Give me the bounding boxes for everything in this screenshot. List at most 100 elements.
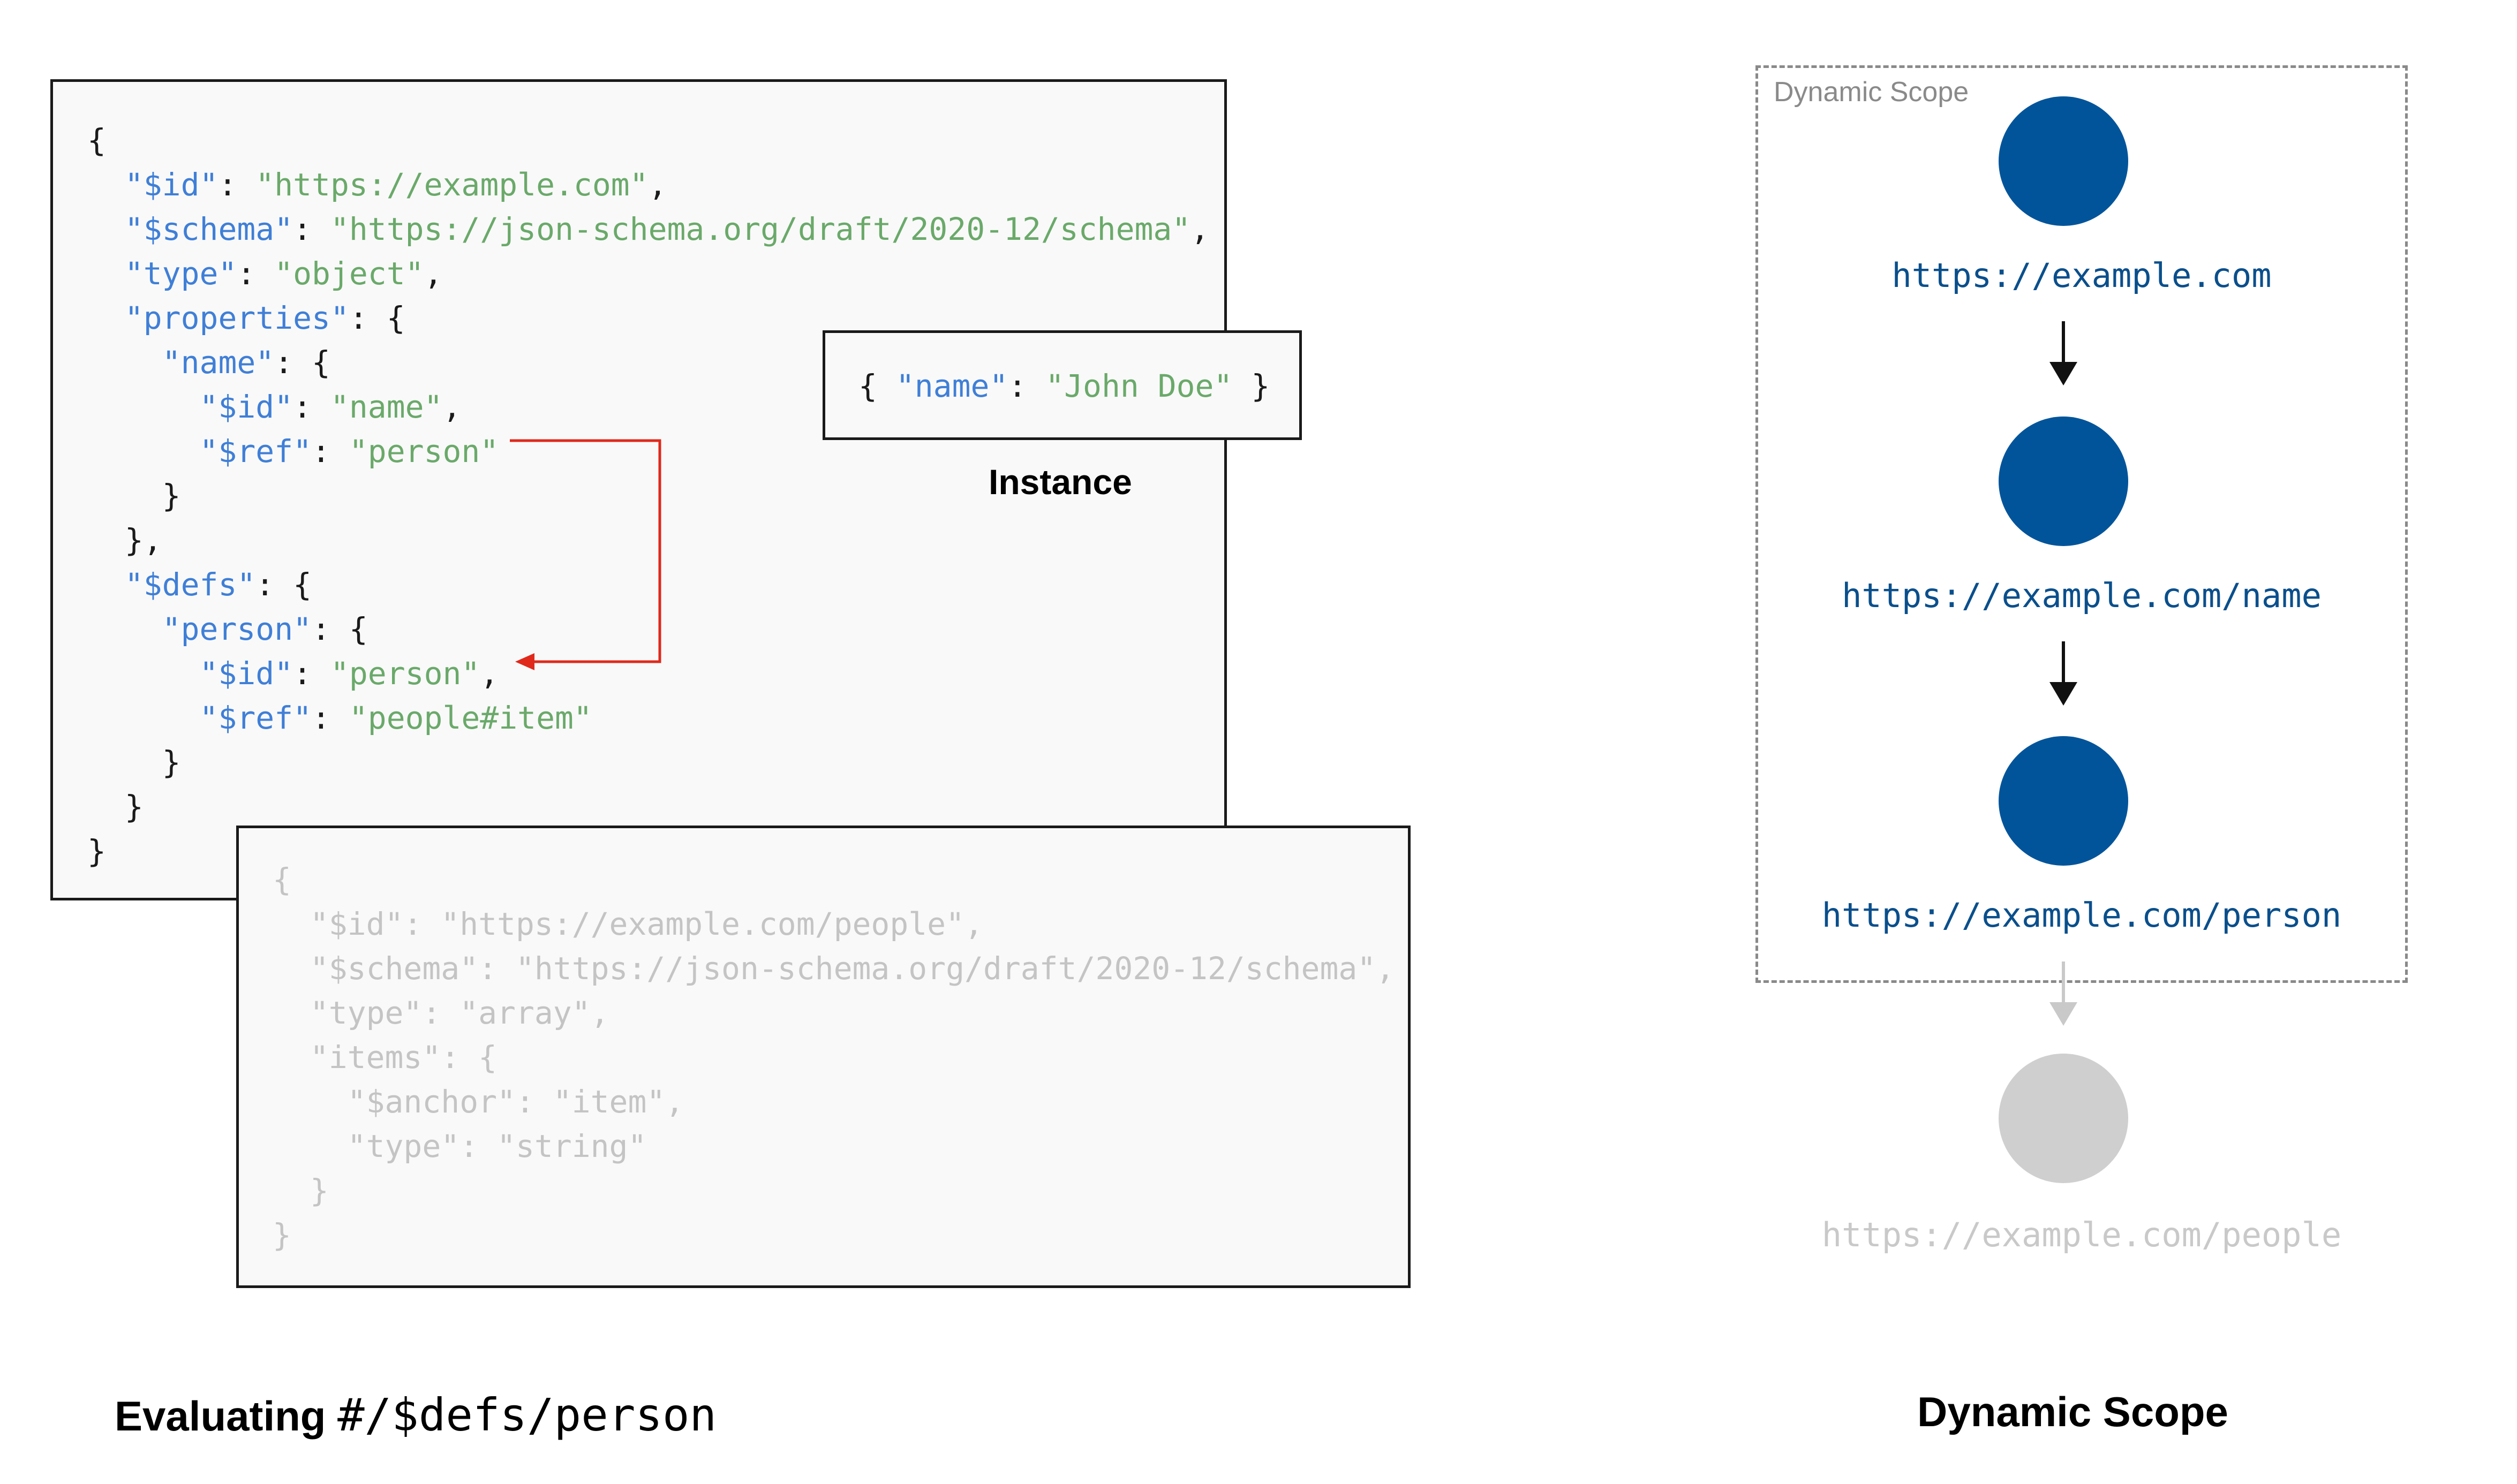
- schema-code-token: [87, 433, 200, 470]
- schema-code-token: "people#item": [349, 700, 592, 736]
- schema-code-token: }: [87, 744, 181, 781]
- schema-code-token: "object": [274, 255, 424, 292]
- schema-code-token: "$id": [124, 166, 218, 203]
- schema-code-token: "name": [162, 344, 275, 381]
- schema-code-token: [87, 166, 125, 203]
- schema-code-token: }: [87, 789, 144, 825]
- schema-code-token: "person": [349, 433, 499, 470]
- caption-evaluating-text: Evaluating: [115, 1392, 338, 1440]
- schema-code-line: }: [87, 785, 1209, 829]
- people-code-line: "items": {: [273, 1039, 498, 1076]
- schema-code-token: : {: [274, 344, 330, 381]
- schema-code-token: ,: [1190, 211, 1210, 247]
- schema-code-token: "type": [124, 255, 237, 292]
- schema-code-token: },: [87, 522, 162, 558]
- schema-code: { "$id": "https://example.com", "$schema…: [87, 118, 1209, 874]
- schema-code-token: ,: [424, 255, 443, 292]
- schema-code-token: [87, 389, 200, 425]
- caption-evaluating: Evaluating #/$defs/person: [115, 1389, 717, 1441]
- schema-code-line: },: [87, 518, 1209, 563]
- people-code-line: "$id": "https://example.com/people",: [273, 906, 983, 942]
- schema-code-token: [87, 255, 125, 292]
- schema-code-token: ,: [480, 655, 499, 692]
- schema-code-token: "$ref": [199, 700, 312, 736]
- caption-evaluating-pointer: #/$defs/person: [337, 1389, 717, 1441]
- schema-code-token: "properties": [124, 300, 349, 336]
- schema-code-token: : {: [255, 566, 312, 603]
- scope-node-4: [1999, 1054, 2128, 1183]
- instance-box: { "name": "John Doe" }: [823, 330, 1302, 440]
- schema-code-token: ,: [442, 389, 462, 425]
- people-code-line: "type": "string": [273, 1128, 647, 1164]
- schema-code-token: "https://json-schema.org/draft/2020-12/s…: [330, 211, 1191, 247]
- schema-code-token: "person": [162, 611, 312, 647]
- schema-code-token: :: [293, 389, 330, 425]
- schema-code-line: }: [87, 829, 1209, 874]
- schema-code-token: [87, 566, 125, 603]
- instance-code-token: :: [1008, 368, 1046, 404]
- dynamic-scope-frame-label: Dynamic Scope: [1774, 77, 1969, 108]
- schema-code-token: "$defs": [124, 566, 256, 603]
- schema-code-token: :: [237, 255, 275, 292]
- schema-code-line: "$defs": {: [87, 563, 1209, 607]
- schema-code-token: "$ref": [199, 433, 312, 470]
- schema-code-token: "$schema": [124, 211, 293, 247]
- scope-arrow-3-head: [2049, 1002, 2077, 1026]
- schema-code-token: :: [218, 166, 256, 203]
- instance-code-token: }: [1232, 368, 1270, 404]
- scope-node-2: [1999, 417, 2128, 546]
- schema-code-token: "name": [330, 389, 443, 425]
- schema-code-line: "name": {: [87, 340, 1209, 385]
- schema-code-token: "$id": [199, 389, 293, 425]
- people-schema-code: { "$id": "https://example.com/people", "…: [273, 858, 1395, 1258]
- instance-code-token: {: [858, 368, 896, 404]
- schema-code-token: : {: [349, 300, 405, 336]
- instance-code: { "name": "John Doe" }: [858, 364, 1270, 408]
- schema-code-token: "person": [330, 655, 480, 692]
- scope-node-label-2: https://example.com/name: [1842, 576, 2322, 615]
- people-code-line: "$anchor": "item",: [273, 1084, 684, 1120]
- schema-code-token: }: [87, 833, 106, 869]
- schema-code-line: }: [87, 474, 1209, 518]
- schema-code-token: [87, 211, 125, 247]
- people-schema-box: { "$id": "https://example.com/people", "…: [236, 826, 1411, 1288]
- people-code-line: }: [273, 1217, 291, 1253]
- schema-code-line: }: [87, 740, 1209, 785]
- schema-code-token: :: [312, 433, 349, 470]
- instance-code-token: "John Doe": [1045, 368, 1233, 404]
- scope-node-label-4: https://example.com/people: [1821, 1215, 2342, 1254]
- schema-code-line: "$id": "person",: [87, 652, 1209, 696]
- scope-node-label-3: https://example.com/person: [1821, 896, 2342, 935]
- schema-code-token: [87, 655, 200, 692]
- schema-code-line: "person": {: [87, 607, 1209, 652]
- schema-code-token: }: [87, 478, 181, 514]
- schema-code-line: "$id": "name",: [87, 385, 1209, 429]
- instance-code-token: "name": [895, 368, 1008, 404]
- schema-code-token: [87, 344, 162, 381]
- schema-code-token: "$id": [199, 655, 293, 692]
- schema-code-token: [87, 300, 125, 336]
- schema-code-line: "type": "object",: [87, 252, 1209, 296]
- schema-code-line: "properties": {: [87, 296, 1209, 340]
- schema-code-token: : {: [312, 611, 368, 647]
- people-code-line: "type": "array",: [273, 995, 609, 1031]
- schema-code-line: "$ref": "person": [87, 429, 1209, 474]
- schema-code-token: :: [293, 211, 330, 247]
- schema-code-token: :: [312, 700, 349, 736]
- people-code-line: "$schema": "https://json-schema.org/draf…: [273, 950, 1395, 987]
- schema-code-token: [87, 700, 200, 736]
- instance-code-line: { "name": "John Doe" }: [858, 364, 1270, 408]
- schema-code-token: ,: [648, 166, 667, 203]
- schema-code-box: { "$id": "https://example.com", "$schema…: [50, 79, 1227, 900]
- schema-code-token: :: [293, 655, 330, 692]
- scope-node-1: [1999, 96, 2128, 226]
- schema-code-token: [87, 611, 162, 647]
- instance-label: Instance: [989, 462, 1132, 502]
- schema-code-line: "$ref": "people#item": [87, 696, 1209, 740]
- schema-code-line: "$id": "https://example.com",: [87, 163, 1209, 207]
- people-code-line: }: [273, 1172, 329, 1209]
- caption-dynamic-scope: Dynamic Scope: [1917, 1388, 2228, 1435]
- schema-code-line: {: [87, 118, 1209, 163]
- schema-code-line: "$schema": "https://json-schema.org/draf…: [87, 207, 1209, 252]
- schema-code-token: "https://example.com": [255, 166, 649, 203]
